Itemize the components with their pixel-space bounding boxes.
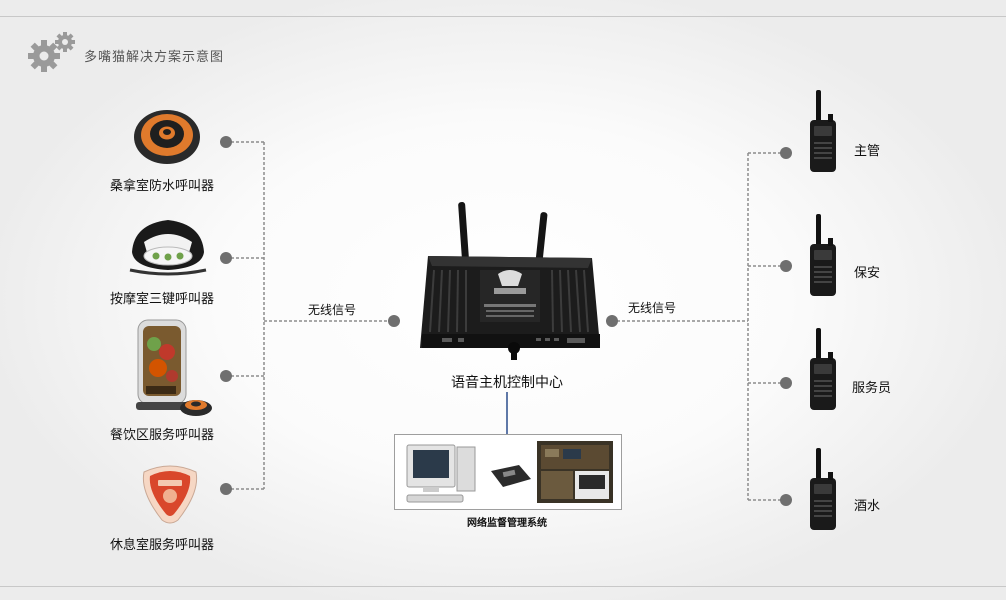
connector-dot xyxy=(220,370,232,382)
left-device-label: 桑拿室防水呼叫器 xyxy=(110,179,215,194)
walkie-talkie-icon xyxy=(810,90,836,172)
host-caption: 语音主机控制中心 xyxy=(451,375,563,391)
connector-dot xyxy=(606,315,618,327)
left-device-label: 餐饮区服务呼叫器 xyxy=(110,428,215,443)
connector-dot xyxy=(780,494,792,506)
connector-dot xyxy=(220,252,232,264)
connector-dot xyxy=(388,315,400,327)
monitor-caption: 网络监督管理系统 xyxy=(467,518,547,529)
walkie-talkie-icon xyxy=(810,328,836,410)
monitoring-equipment-icon xyxy=(406,441,613,503)
diagram-title: 多嘴猫解决方案示意图 xyxy=(84,50,225,65)
connector-dot xyxy=(780,147,792,159)
waterproof-caller-icon xyxy=(134,110,200,164)
walkie-talkie-icon xyxy=(810,214,836,296)
right-device-label: 保安 xyxy=(854,266,881,281)
left-device-label: 休息室服务呼叫器 xyxy=(110,538,215,553)
walkie-talkie-icon xyxy=(810,448,836,530)
connector-dot xyxy=(220,136,232,148)
bottom-divider xyxy=(0,586,1006,587)
table-stand-caller-icon xyxy=(136,319,212,416)
voice-host-icon xyxy=(420,201,600,360)
gears-icon xyxy=(28,32,75,72)
monitor-panel xyxy=(394,434,622,510)
connector-dot xyxy=(220,483,232,495)
three-key-caller-icon xyxy=(129,220,207,276)
top-divider xyxy=(0,16,1006,17)
right-signal-label: 无线信号 xyxy=(628,301,677,315)
connector-dot xyxy=(780,377,792,389)
left-device-label: 按摩室三键呼叫器 xyxy=(110,292,215,307)
left-signal-label: 无线信号 xyxy=(308,303,357,317)
connector-dot xyxy=(780,260,792,272)
right-device-label: 酒水 xyxy=(854,499,881,514)
right-device-label: 主管 xyxy=(854,144,881,159)
right-device-label: 服务员 xyxy=(852,381,892,396)
service-caller-icon xyxy=(142,465,198,524)
